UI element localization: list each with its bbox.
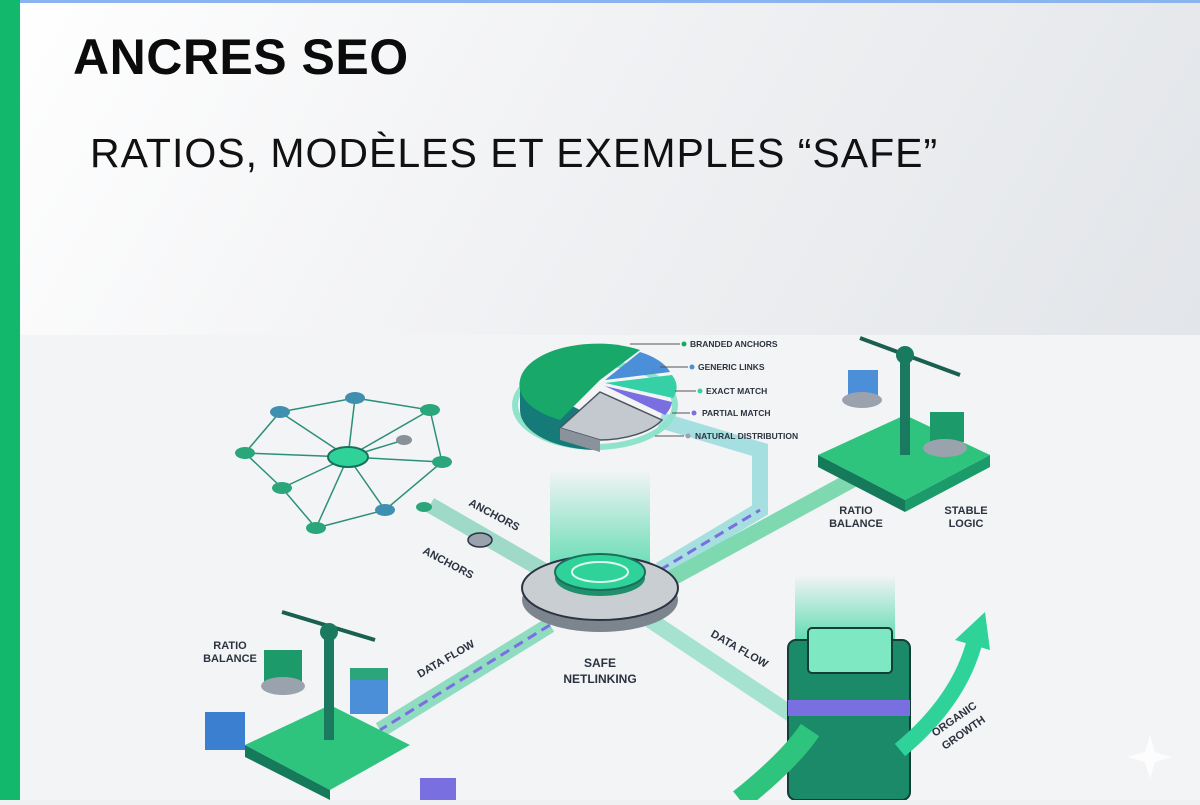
ratio-balance-label: BALANCE: [829, 518, 883, 530]
pie-slice-exact: [605, 375, 677, 398]
pie-slice-natural: [558, 391, 664, 441]
left-accent-bar: [0, 0, 20, 800]
pie-legend: BRANDED ANCHORS GENERIC LINKS EXACT MATC…: [630, 339, 798, 441]
hub-label: NETLINKING: [563, 672, 636, 686]
server-block: [733, 575, 911, 805]
header-banner: [0, 0, 1200, 335]
sparkle-icon: [1128, 735, 1172, 779]
netlinking-diagram: BRANDED ANCHORS GENERIC LINKS EXACT MATC…: [203, 336, 1172, 805]
ratio-balance-label: BALANCE: [203, 653, 257, 665]
ratio-balance-label: RATIO: [213, 640, 247, 652]
ratio-balance-label: RATIO: [839, 505, 873, 517]
stable-logic-label: LOGIC: [949, 518, 984, 530]
legend-partial-match: PARTIAL MATCH: [702, 408, 770, 418]
pie-slice-partial: [605, 386, 672, 415]
seo-illustration: BRANDED ANCHORS GENERIC LINKS EXACT MATC…: [20, 335, 1200, 805]
page-subtitle: RATIOS, MODÈLES ET EXEMPLES “SAFE”: [90, 130, 939, 176]
scale-platform-left: [205, 610, 456, 800]
page-title: ANCRES SEO: [73, 29, 409, 85]
legend-exact-match: EXACT MATCH: [706, 386, 767, 396]
legend-natural-distribution: NATURAL DISTRIBUTION: [695, 431, 798, 441]
hub-label: SAFE: [584, 656, 616, 670]
stable-logic-label: STABLE: [944, 505, 987, 517]
anchor-pie-chart: [512, 343, 678, 452]
organic-growth-arrow: [894, 612, 990, 757]
pie-slice-generic: [605, 352, 670, 380]
legend-branded-anchors: BRANDED ANCHORS: [690, 339, 778, 349]
pie-slice-branded: [520, 343, 640, 380]
scale-platform-right: [818, 336, 990, 512]
legend-generic-links: GENERIC LINKS: [698, 362, 765, 372]
anchors-label: ANCHORS: [421, 545, 476, 582]
network-nodes: [235, 392, 493, 548]
safe-netlinking-hub: [521, 470, 679, 632]
top-accent-line: [0, 0, 1200, 3]
cube-icon: [205, 712, 245, 750]
